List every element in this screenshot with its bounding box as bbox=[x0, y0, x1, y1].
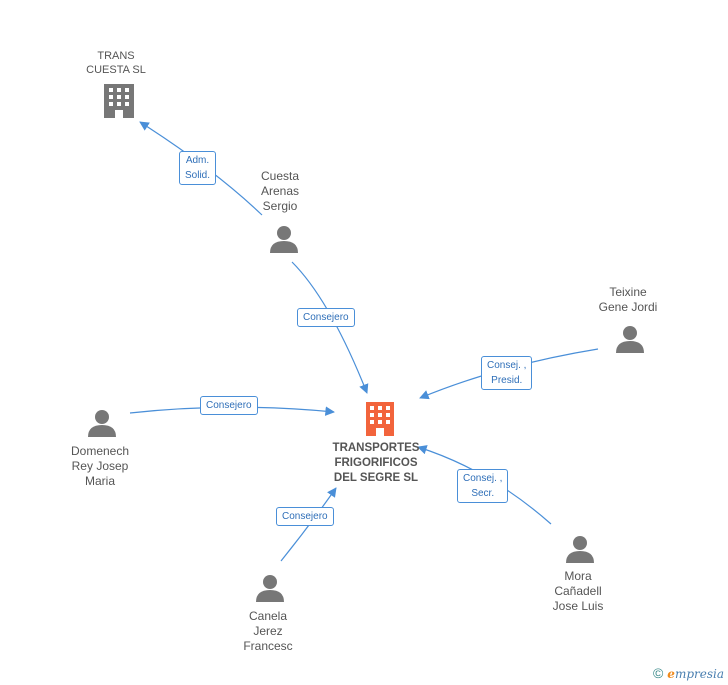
node-label-main-company[interactable]: TRANSPORTES FRIGORIFICOS DEL SEGRE SL bbox=[332, 442, 420, 484]
brand-footer: ©empresia bbox=[653, 665, 724, 681]
brand-logo: empresia bbox=[667, 667, 724, 681]
main-company-building-icon[interactable] bbox=[366, 402, 394, 436]
copyright-icon: © bbox=[652, 665, 664, 681]
edge-label-canela-main[interactable]: Consejero bbox=[276, 507, 334, 526]
edge-cuesta-to-main bbox=[291, 261, 369, 394]
person-icon-teixine[interactable] bbox=[616, 326, 644, 353]
person-icon-mora[interactable] bbox=[566, 536, 594, 563]
node-label-canela[interactable]: Canela Jerez Francesc bbox=[243, 609, 293, 653]
person-icon-canela[interactable] bbox=[256, 575, 284, 602]
node-label-trans-cuesta[interactable]: TRANS CUESTA SL bbox=[86, 50, 146, 76]
edge-label-cuesta-trans[interactable]: Adm. Solid. bbox=[179, 151, 217, 185]
edge-label-cuesta-main[interactable]: Consejero bbox=[297, 308, 355, 327]
edge-label-domenech-main[interactable]: Consejero bbox=[200, 396, 258, 415]
node-label-mora[interactable]: Mora Cañadell Jose Luis bbox=[552, 569, 604, 613]
person-icon-cuesta[interactable] bbox=[270, 226, 298, 253]
building-icon[interactable] bbox=[104, 84, 134, 118]
person-icon-domenech[interactable] bbox=[88, 410, 116, 437]
node-label-teixine[interactable]: Teixine Gene Jordi bbox=[598, 285, 658, 314]
node-label-cuesta[interactable]: Cuesta Arenas Sergio bbox=[260, 169, 300, 213]
node-label-domenech[interactable]: Domenech Rey Josep Maria bbox=[70, 444, 130, 488]
edge-label-mora-main[interactable]: Consej. , Secr. bbox=[457, 469, 509, 503]
edge-label-teixine-main[interactable]: Consej. , Presid. bbox=[481, 356, 533, 390]
